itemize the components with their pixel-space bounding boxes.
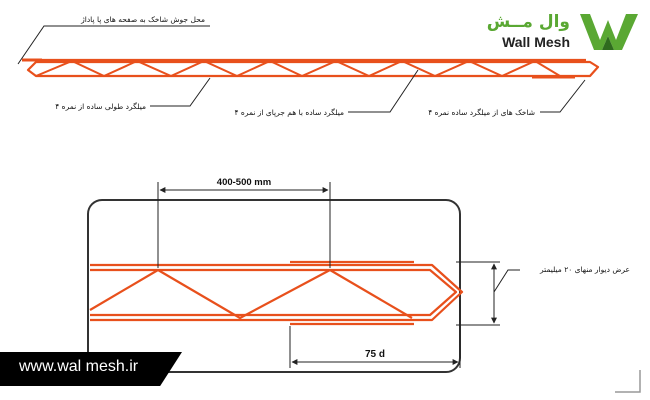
leader-zigzag-bar: [348, 69, 419, 113]
bottom-truss-inner: [90, 268, 458, 317]
lap-label: 75 d: [365, 349, 385, 360]
website-url: www.wal mesh.ir: [19, 358, 139, 375]
bottom-truss: [89, 260, 464, 326]
wall-section-frame: [87, 199, 461, 373]
leader-weld-point: [17, 25, 210, 65]
top-truss-zigzag: [35, 59, 561, 78]
spacing-label: 400-500 mm: [217, 177, 271, 188]
spacing-dimension: [157, 182, 331, 268]
website-badge: www.wal mesh.ir: [0, 352, 182, 386]
label-longitudinal-bar: میلگرد طولی ساده از نمره ۴: [55, 102, 146, 111]
label-zigzag-bar: میلگرد ساده با هم جرپای از نمره ۴: [235, 108, 344, 117]
bottom-truss-zigzag: [89, 268, 413, 320]
leader-width: [493, 269, 520, 293]
brand-name-fa: وال مــش: [486, 12, 570, 32]
width-label: عرض دیوار منهای ۲۰ میلیمتر: [539, 265, 630, 274]
top-truss-outline: [26, 58, 600, 78]
lap-dimension: [289, 300, 461, 368]
leader-longitudinal-bar: [150, 77, 211, 107]
label-weld-point: محل جوش شاخک به صفحه های پا پاداژ: [80, 15, 205, 24]
brand-name-en: Wall Mesh: [502, 34, 570, 50]
label-branches: شاخک های از میلگرد ساده نمره ۴: [428, 108, 535, 117]
brand-block: وال مــش Wall Mesh: [480, 8, 640, 54]
bottom-truss-outline: [90, 263, 464, 322]
top-truss: [22, 58, 600, 79]
wall-mesh-logo-icon: [580, 14, 638, 50]
top-leaders: [17, 25, 586, 113]
corner-decoration: [615, 370, 641, 393]
leader-branches: [540, 79, 586, 113]
width-dimension: [456, 261, 520, 326]
